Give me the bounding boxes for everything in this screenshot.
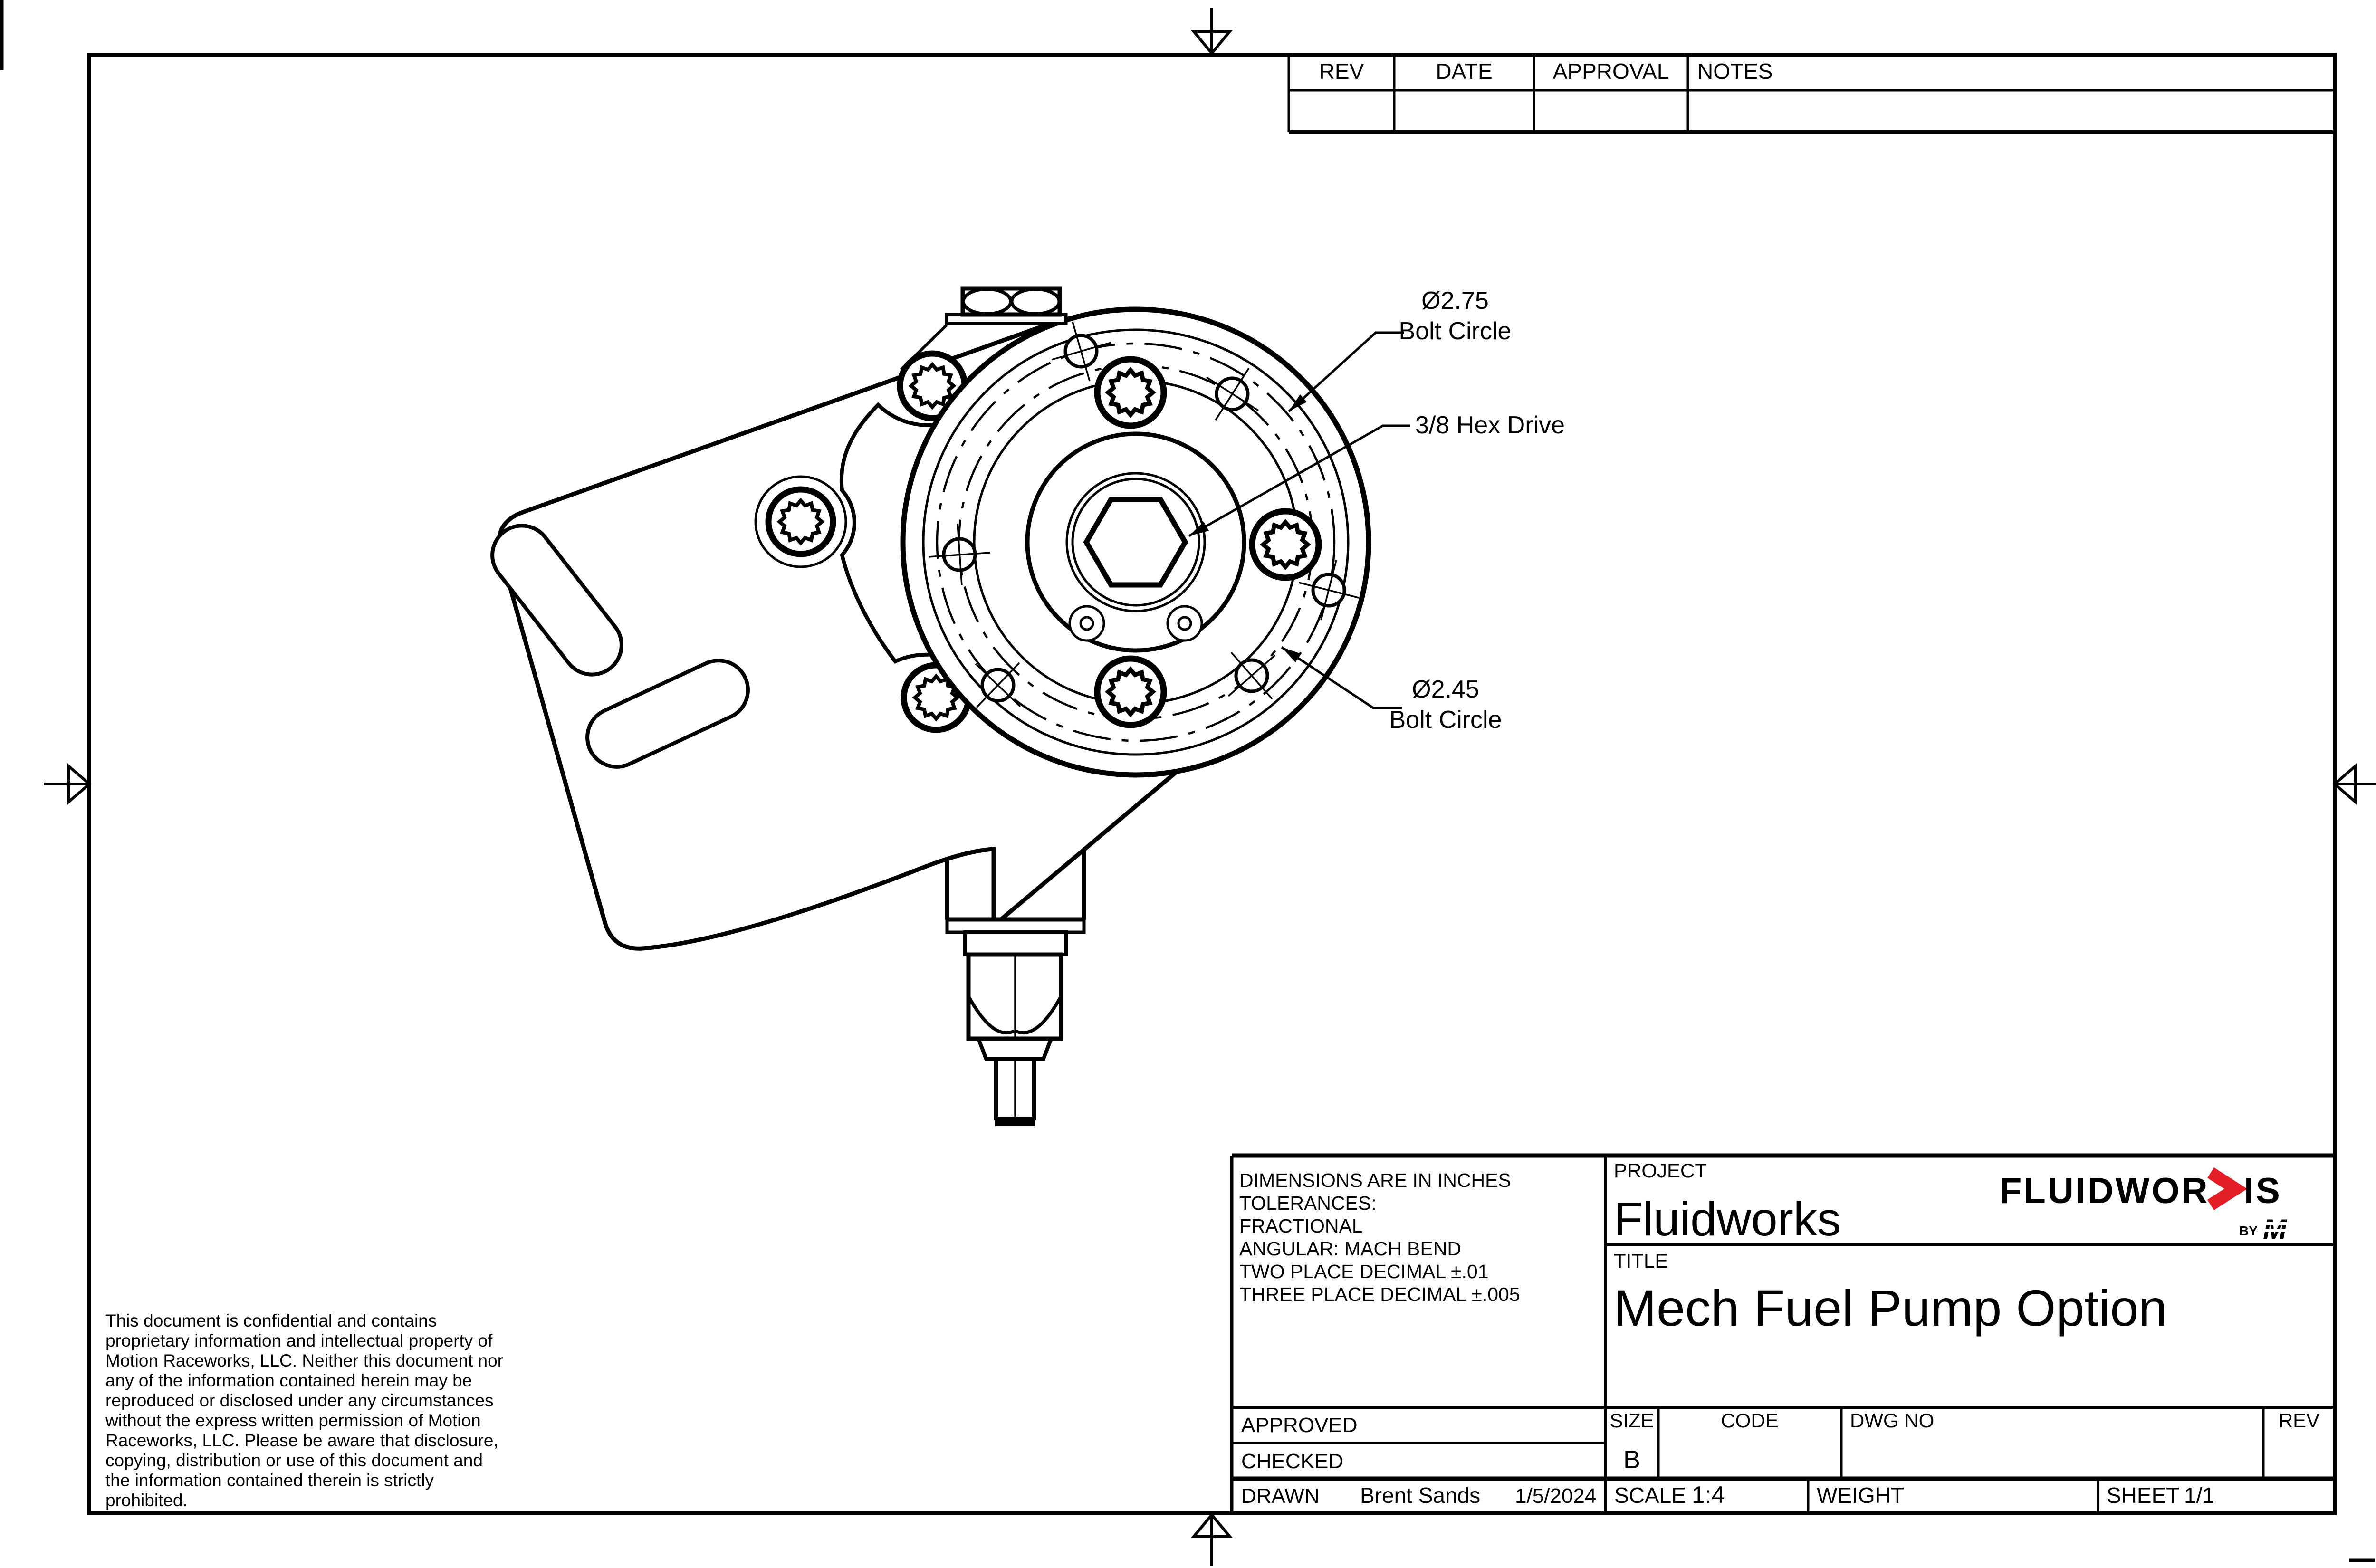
rev-label: REV	[2279, 1409, 2319, 1432]
code-label: CODE	[1721, 1409, 1778, 1432]
approved-label: APPROVED	[1241, 1414, 1358, 1437]
bolt-hole	[975, 662, 1021, 708]
leader-line	[1281, 646, 1402, 709]
confidentiality-line: any of the information contained herein …	[105, 1371, 472, 1390]
tolerance-line: ANGULAR: MACH BEND	[1239, 1238, 1461, 1260]
rev-table-header-rev: REV	[1319, 59, 1364, 84]
datum-arrow-bottom	[1190, 1512, 1233, 1566]
outlet-fitting	[945, 917, 1086, 1126]
nut-facet	[1010, 287, 1061, 316]
bolt-hole	[1227, 651, 1276, 700]
title-label: TITLE	[1614, 1250, 1668, 1272]
rev-table-header-notes: NOTES	[1697, 59, 1772, 84]
face-bolt	[1249, 508, 1322, 581]
annotation-bolt-circle-245-label: Bolt Circle	[1389, 706, 1502, 734]
annotation-bolt-circle-275-dia: Ø2.75	[1421, 287, 1489, 315]
logo-text-left: FLUIDWOR	[2000, 1171, 2209, 1211]
boss-lug	[1068, 605, 1105, 642]
tolerance-line: FRACTIONAL	[1239, 1215, 1363, 1237]
fluidworks-logo: FLUIDWOR IS BY M	[2000, 1167, 2293, 1245]
face-bolt	[1094, 655, 1167, 728]
tolerance-line: THREE PLACE DECIMAL ±.005	[1239, 1283, 1520, 1305]
arrowhead	[1189, 522, 1209, 536]
project-value: Fluidworks	[1614, 1193, 1841, 1246]
bolt-hole	[1298, 560, 1359, 621]
border-rect	[87, 53, 2337, 1515]
outlet-nut-facet	[1015, 997, 1062, 1035]
tolerance-line: TOLERANCES:	[1239, 1192, 1377, 1214]
sheet-value: 1/1	[2184, 1483, 2214, 1508]
drawn-by-value: Brent Sands	[1360, 1483, 1480, 1508]
center-boss-circle	[1025, 431, 1246, 653]
arrowhead	[1289, 394, 1307, 411]
rev-table: REV DATE APPROVAL NOTES	[1287, 55, 2335, 134]
hex-drive-hexagon	[1083, 497, 1188, 588]
outlet-nut-facet	[968, 997, 1015, 1035]
scale-value: 1:4	[1692, 1482, 1725, 1508]
datum-arrow-left	[44, 763, 92, 805]
outlet-collar	[976, 1037, 1054, 1061]
confidentiality-line: prohibited.	[105, 1491, 188, 1510]
checked-label: CHECKED	[1241, 1450, 1343, 1473]
weight-label: WEIGHT	[1817, 1483, 1904, 1508]
bolt-circle-275-centerline	[936, 342, 1336, 742]
outlet-stub-tip	[995, 1118, 1035, 1126]
annotation-leaders: Ø2.75 Bolt Circle 3/8 Hex Drive Ø2.45 Bo…	[1188, 287, 1565, 734]
confidentiality-line: Motion Raceworks, LLC. Neither this docu…	[105, 1351, 503, 1370]
pump-face	[900, 306, 1371, 778]
drawn-date-value: 1/5/2024	[1515, 1484, 1596, 1508]
title-value: Mech Fuel Pump Option	[1614, 1279, 2167, 1337]
tolerance-block: DIMENSIONS ARE IN INCHES TOLERANCES: FRA…	[1239, 1169, 1520, 1305]
bracket-slot-upper	[490, 524, 623, 677]
size-value: B	[1623, 1445, 1640, 1474]
annotation-bolt-circle-275-label: Bolt Circle	[1399, 317, 1512, 345]
bolt-hole	[1206, 368, 1259, 421]
bracket-bolt	[765, 486, 836, 557]
annotation-bolt-circle-245-dia: Ø2.45	[1412, 676, 1479, 703]
title-block: DIMENSIONS ARE IN INCHES TOLERANCES: FRA…	[1230, 1153, 2335, 1513]
flange-step-circle	[922, 328, 1350, 756]
confidentiality-line: the information contained therein is str…	[105, 1471, 434, 1490]
outlet-base	[963, 930, 1068, 956]
sheet-label: SHEET	[2107, 1483, 2179, 1508]
tolerance-line: DIMENSIONS ARE IN INCHES	[1239, 1169, 1511, 1191]
logo-text-right: IS	[2244, 1171, 2282, 1211]
dwg-no-label: DWG NO	[1850, 1409, 1934, 1432]
confidentiality-note: This document is confidential and contai…	[105, 1311, 503, 1510]
project-label: PROJECT	[1614, 1159, 1707, 1182]
datum-arrow-top	[1190, 8, 1233, 56]
annotation-hex-drive: 3/8 Hex Drive	[1415, 411, 1565, 439]
rev-table-header-date: DATE	[1436, 59, 1492, 84]
confidentiality-line: Raceworks, LLC. Please be aware that dis…	[105, 1431, 498, 1450]
inlet-fitting	[945, 286, 1068, 325]
face-bolt	[1094, 356, 1167, 429]
arrowhead	[1282, 647, 1301, 662]
confidentiality-line: copying, distribution or use of this doc…	[105, 1451, 483, 1470]
confidentiality-line: proprietary information and intellectual…	[105, 1331, 493, 1350]
leader-line	[1188, 424, 1410, 537]
bolt-hole	[928, 523, 991, 586]
bolt-hole	[1051, 321, 1111, 382]
pump-drawing: Ø2.75 Bolt Circle 3/8 Hex Drive Ø2.45 Bo…	[490, 286, 1565, 1126]
logo-by-text: BY	[2239, 1224, 2258, 1238]
logo-chevron-icon	[2207, 1167, 2248, 1210]
bracket-bolt-boss	[754, 475, 847, 568]
confidentiality-line: This document is confidential and contai…	[105, 1311, 437, 1330]
drawn-label: DRAWN	[1241, 1484, 1320, 1508]
tolerance-line: TWO PLACE DECIMAL ±.01	[1239, 1261, 1489, 1282]
leader-line	[1288, 331, 1404, 412]
rev-table-header-approval: APPROVAL	[1553, 59, 1669, 84]
confidentiality-line: without the express written permission o…	[105, 1411, 481, 1430]
size-label: SIZE	[1610, 1409, 1654, 1432]
confidentiality-line: reproduced or disclosed under any circum…	[105, 1391, 493, 1410]
scale-label: SCALE	[1614, 1483, 1686, 1508]
hex-drive	[1065, 472, 1206, 612]
boss-lug	[1166, 605, 1203, 642]
datum-arrow-right	[2332, 763, 2376, 805]
bracket-slot-lower	[585, 659, 750, 769]
